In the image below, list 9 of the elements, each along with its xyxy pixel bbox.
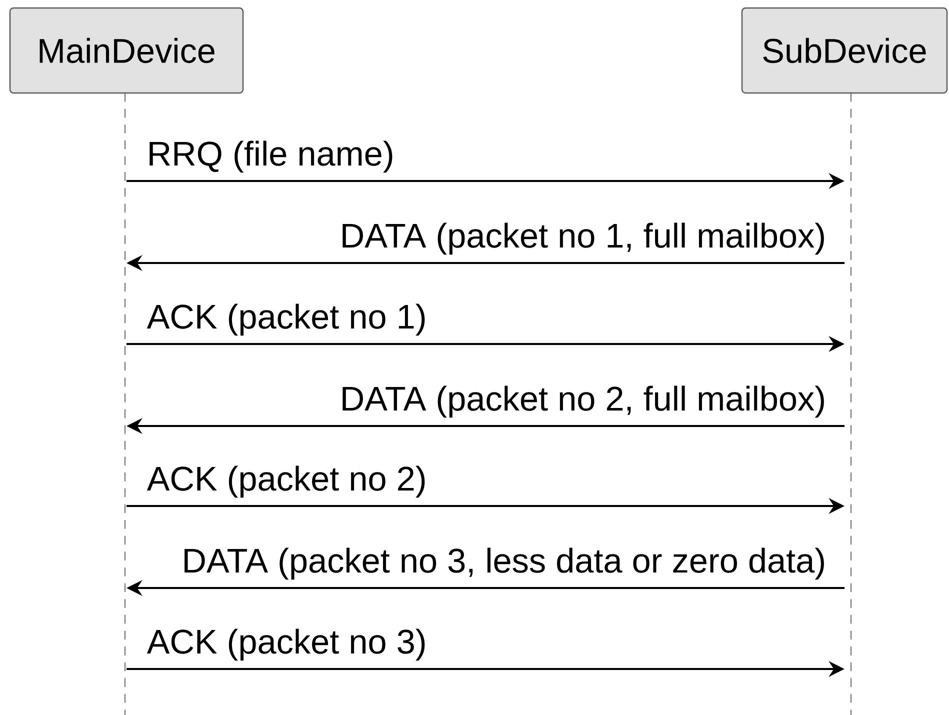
message-label: ACK (packet no 1) xyxy=(146,304,425,336)
message-label: RRQ (file name) xyxy=(150,140,392,173)
message-label: ACK (packet no 2) xyxy=(146,466,425,498)
participant-box: MainDevice xyxy=(9,7,244,94)
message-label: DATA (packet no 1, full mailbox) xyxy=(342,222,824,255)
message-label: DATA (packet no 3, less data or zero data) xyxy=(184,548,824,580)
message-label: DATA (packet no 2, full mailbox) xyxy=(342,386,824,418)
participant-box: SubDevice xyxy=(741,7,948,94)
message-label: ACK (packet no 3) xyxy=(146,628,425,661)
